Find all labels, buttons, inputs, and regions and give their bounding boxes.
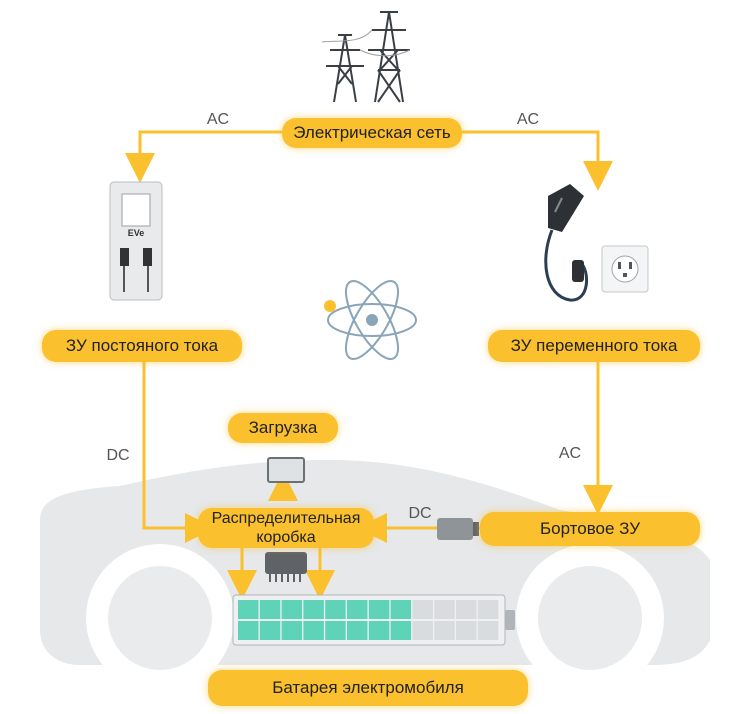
- battery-cell: [390, 621, 412, 640]
- load-device-icon: [267, 457, 305, 483]
- battery-cell: [477, 600, 499, 619]
- battery-cell: [238, 600, 259, 619]
- battery-cell: [368, 600, 390, 619]
- battery-cell: [281, 600, 303, 619]
- flow-lines: [125, 130, 613, 600]
- car-silhouette: [40, 460, 710, 692]
- flow-label-onboard-box: DC: [408, 505, 431, 522]
- distribution-box-icon: [265, 552, 307, 582]
- battery-cell: [412, 600, 433, 619]
- battery-cell: [390, 600, 412, 619]
- battery-cell: [347, 600, 368, 619]
- battery-cell: [412, 621, 433, 640]
- ac-charging-plug-icon: [544, 184, 589, 302]
- wall-outlet-icon: [601, 245, 649, 293]
- battery-cell: [325, 600, 346, 619]
- battery-cell: [281, 621, 303, 640]
- battery-cell: [259, 621, 281, 640]
- battery-cell: [303, 621, 324, 640]
- load-label: Загрузка: [228, 413, 338, 443]
- dc-charger-brand: EVe: [128, 228, 145, 238]
- battery-cell: [456, 600, 477, 619]
- battery-label: Батарея электромобиля: [208, 670, 528, 706]
- battery-cell: [434, 600, 455, 619]
- flow-label-ac-onboard: AC: [559, 445, 581, 462]
- battery-cell: [456, 621, 477, 640]
- battery-cell: [368, 621, 390, 640]
- flow-label-dc-box: DC: [106, 447, 129, 464]
- power-tower-icon: [321, 11, 411, 103]
- distribution-box-label: Распределительная коробка: [198, 508, 374, 548]
- battery-cell: [434, 621, 455, 640]
- battery-cell: [238, 621, 259, 640]
- dc-charging-station-icon: EVe: [109, 181, 163, 301]
- onboard-charger-label: Бортовое ЗУ: [480, 512, 700, 546]
- battery-cell: [303, 600, 324, 619]
- flow-label-grid-dc: AC: [207, 111, 229, 128]
- flow-label-grid-ac: AC: [517, 111, 539, 128]
- battery-cell: [347, 621, 368, 640]
- battery-cell: [259, 600, 281, 619]
- ac-charger-label: ЗУ переменного тока: [488, 330, 700, 362]
- onboard-charger-icon: [437, 518, 479, 540]
- dc-charger-label: ЗУ постояного тока: [42, 330, 242, 362]
- battery-cell: [477, 621, 499, 640]
- battery-cell: [325, 621, 346, 640]
- atom-icon: [324, 280, 417, 360]
- grid-label: Электрическая сеть: [282, 118, 462, 148]
- battery-icon: [232, 594, 515, 646]
